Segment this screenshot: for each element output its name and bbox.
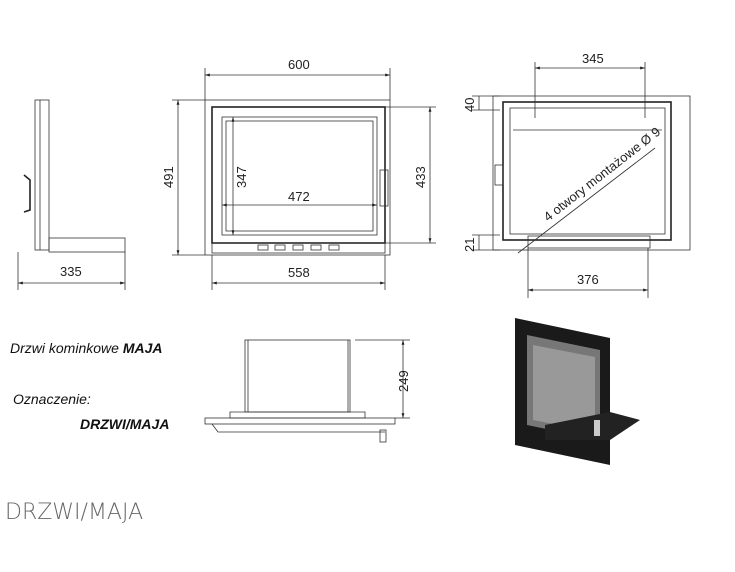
dim-frame-width: 558 xyxy=(288,265,310,280)
door-3d-render xyxy=(515,318,640,465)
product-model: MAJA xyxy=(122,340,163,356)
side-view: 335 xyxy=(17,99,126,290)
rear-view: 345 40 21 376 4 otwory montażowe Ø 9 xyxy=(462,51,691,298)
dim-top-depth: 249 xyxy=(396,370,411,392)
dim-rear-offset-top: 40 xyxy=(462,98,477,112)
product-title: Drzwi kominkowe MAJA xyxy=(10,340,162,356)
dim-frame-height: 433 xyxy=(413,166,428,188)
product-title-prefix: Drzwi kominkowe xyxy=(10,340,123,356)
dim-front-height: 491 xyxy=(161,166,176,188)
dim-rear-hole-spacing-top: 345 xyxy=(582,51,604,66)
dim-glass-width: 472 xyxy=(288,189,310,204)
dim-rear-hole-spacing-bottom: 376 xyxy=(577,272,599,287)
dim-glass-height: 347 xyxy=(234,166,249,188)
footer-title: DRZWI/MAJA xyxy=(5,500,144,525)
mounting-holes-note: 4 otwory montażowe Ø 9 xyxy=(541,124,664,224)
designation-value: DRZWI/MAJA xyxy=(80,416,170,432)
top-view: 249 xyxy=(204,339,411,443)
dim-rear-offset-bottom: 21 xyxy=(462,238,477,252)
front-view: 600 491 347 472 433 558 xyxy=(161,57,436,290)
dim-side-depth: 335 xyxy=(60,264,82,279)
dim-front-width: 600 xyxy=(288,57,310,72)
designation-label: Oznaczenie: xyxy=(13,391,91,407)
